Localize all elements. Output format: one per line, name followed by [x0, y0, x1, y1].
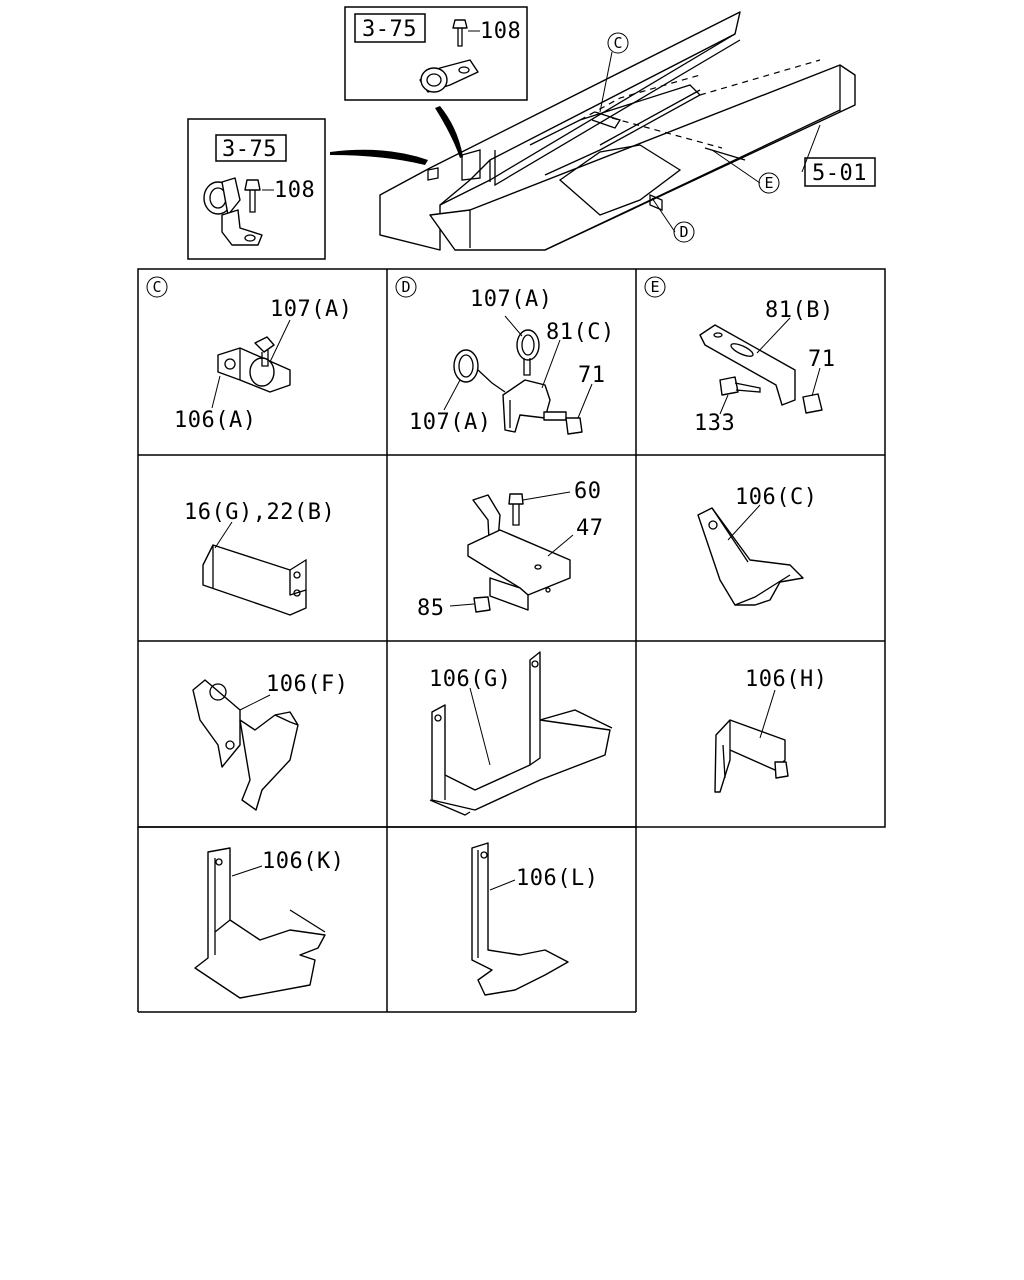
parts-grid — [137, 268, 886, 1013]
clip-108-left-drawing — [203, 177, 263, 246]
bracket-47-drawing — [467, 493, 571, 613]
label-106l: 106(L) — [516, 866, 598, 891]
label-47: 47 — [576, 516, 604, 541]
callout-e-cell: E — [650, 278, 659, 296]
bracket-16g-22b-drawing — [202, 544, 307, 616]
callout-c-frame: C — [613, 34, 622, 52]
inset-left-frame — [187, 118, 326, 260]
label-c-106a: 106(A) — [174, 408, 256, 433]
label-d-107a-left: 107(A) — [409, 410, 491, 435]
label-c-107a: 107(A) — [270, 297, 352, 322]
callout-d-frame: D — [679, 223, 688, 241]
label-d-71: 71 — [578, 363, 606, 388]
label-16g-22b: 16(G),22(B) — [184, 500, 335, 525]
ref-top-inset-label: 3-75 — [362, 17, 417, 42]
ref-frame-label: 5-01 — [812, 161, 867, 186]
callout-e-circle — [758, 172, 780, 194]
label-e-71: 71 — [808, 347, 836, 372]
callout-c-cell: C — [152, 278, 161, 296]
bracket-106l-drawing — [471, 842, 569, 996]
callout-d-circle — [673, 221, 695, 243]
label-d-107a-top: 107(A) — [470, 287, 552, 312]
cell-e-circle — [644, 276, 666, 298]
bracket-106c-drawing — [697, 507, 804, 606]
clip-108-top-drawing — [419, 19, 479, 93]
bracket-106h-drawing — [714, 719, 789, 793]
label-106g: 106(G) — [429, 667, 511, 692]
label-106h: 106(H) — [745, 667, 827, 692]
inset-top-frame — [344, 6, 528, 101]
bracket-106k-drawing — [194, 847, 326, 999]
label-85: 85 — [417, 596, 445, 621]
bracket-106f-drawing — [192, 679, 299, 811]
cell-c-drawing — [217, 336, 291, 393]
callout-d-cell: D — [401, 278, 410, 296]
label-108-top: 108 — [480, 19, 521, 44]
cell-d-circle — [395, 276, 417, 298]
cell-d-drawing — [453, 329, 583, 435]
label-108-left: 108 — [274, 178, 315, 203]
callout-e-frame: E — [764, 174, 773, 192]
cell-c-circle — [146, 276, 168, 298]
ref-box-frame — [804, 157, 876, 187]
ref-box-top — [354, 13, 426, 43]
chassis-frame-drawing — [330, 11, 856, 251]
label-e-81b: 81(B) — [765, 298, 834, 323]
callout-c-circle — [607, 32, 629, 54]
label-106k: 106(K) — [262, 849, 344, 874]
label-60: 60 — [574, 479, 602, 504]
label-d-81c: 81(C) — [546, 320, 615, 345]
bracket-106g-drawing — [429, 651, 613, 816]
label-e-133: 133 — [694, 411, 735, 436]
label-106c: 106(C) — [735, 485, 817, 510]
label-106f: 106(F) — [266, 672, 348, 697]
cell-e-drawing — [699, 324, 823, 414]
ref-left-inset-label: 3-75 — [222, 137, 277, 162]
ref-box-left — [215, 134, 287, 162]
